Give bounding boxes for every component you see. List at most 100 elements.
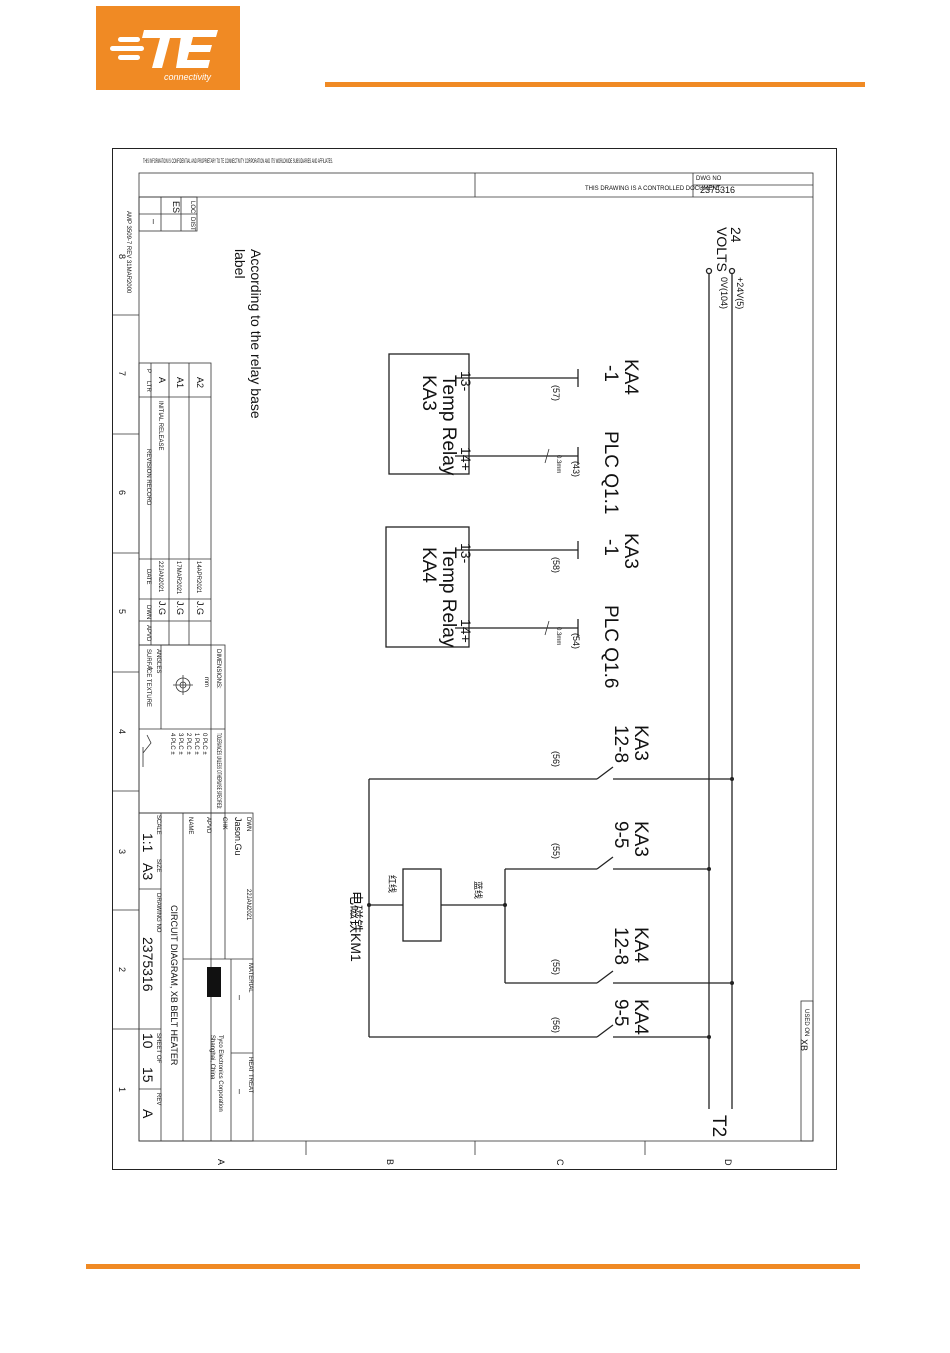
relay-base-note-line1: According to the relay base [248,249,264,419]
tb-of: OF [155,1055,161,1064]
coil-label: 电磁铁KM1 [348,891,364,962]
relay1-plc: PLC Q1.1 [600,431,621,514]
rev-header: REVISION RECORD [145,449,151,506]
contact2-pins: 9-5 [610,821,631,848]
tolerances-label: TOLERANCES UNLESS OTHERWISE SPECIFIED: [215,733,221,809]
tb-scale: 1:1 [140,833,156,853]
surface-label: SURFACE TEXTURE [145,649,151,707]
contact1-wire: (56) [551,751,561,767]
tol-row-1: 1 PLC ± [193,733,199,755]
tb-rev-label: REV [155,1093,161,1105]
contact3-wire: (55) [551,959,561,975]
coil-km1 [402,868,442,942]
amp-rev: AMP 3509-7 REV 31MAR2000 [125,211,131,294]
tb-material-label: MATERIAL [247,963,253,993]
tb-company: Tyco Electronics Corporation [217,1035,223,1112]
controlled-doc-note: THIS DRAWING IS A CONTROLLED DOCUMENT. [585,186,722,192]
col-7: 7 [117,371,127,376]
tb-size: A3 [140,863,156,880]
tb-name-label: NAME [187,817,193,834]
tb-drawing-no-label: DRAWING NO [155,893,161,933]
rev-a-desc: INITIAL RELEASE [157,401,163,450]
tb-scale-label: SCALE [155,815,161,835]
rev-a-date: 22JAN2021 [157,561,163,593]
rev-date-label: DATE [145,569,151,585]
units-value: mm [203,677,209,687]
te-connectivity-logo: connectivity [96,6,240,90]
contact-ka3-9-5 [596,856,709,870]
relay2-terminal-b: 14+ [458,619,474,643]
tb-dwn-name: Jason.Gu [233,817,243,856]
header-rule [325,82,865,87]
col-8: 8 [117,254,127,259]
loc-value: ES [171,201,181,213]
tb-finish-label: HEAT TREAT [247,1057,253,1094]
confidential-notice: THIS INFORMATION IS CONFIDENTIAL AND PRO… [143,159,333,165]
relay2-name: Temp Relay [438,547,459,648]
contact1-tag: KA3 [630,725,651,761]
relay1-tag: KA4 [620,359,641,395]
zone-a: A [216,1159,226,1165]
rev-p-label: P [145,369,151,373]
coil-left-wire: 红线 [387,875,398,893]
relay2-pin: -1 [600,539,621,556]
tb-sheet: 10 [140,1033,156,1049]
dimensions-label: DIMENSIONS: [215,649,221,689]
contact2-wire: (55) [551,843,561,859]
logo-subtext: connectivity [164,72,212,82]
used-on-label: USED ON [803,1009,809,1036]
relay2-ref: KA4 [418,547,439,583]
relay1-box [388,353,470,475]
tb-sheet-label: SHEET [155,1033,161,1053]
relay2-box [385,526,470,648]
dwg-no-top: 2375316 [700,185,735,195]
contact1-pins: 12-8 [610,725,631,763]
zone-b: B [385,1159,395,1165]
tol-row-0: 0 PLC ± [201,733,207,755]
tb-finish: – [235,1089,245,1094]
rev-dwn-label: DWN [145,605,151,619]
contact-ka4-12-8 [596,970,732,984]
relay1-terminal-b: 14+ [458,447,474,471]
relay1-ref: KA3 [418,375,439,411]
tb-chk-label: CHK [221,817,227,830]
contact-ka4-9-5 [596,1024,709,1038]
col-3: 3 [117,849,127,854]
relay2-terminal-a: 13- [458,543,474,564]
relay2-wire-a-label: (58) [551,557,561,573]
tb-chk-date: 22JAN2021 [245,889,251,921]
coil-right-wire: 蓝线 [473,881,484,899]
rev-a-ltr: A [157,377,167,383]
relay-base-note-line2: label [232,249,248,279]
dist-value: – [149,219,159,224]
dwg-no-label: DWG NO [696,176,722,182]
surface-texture-symbol [142,734,152,767]
zero-v-label: 0V(104) [719,277,729,309]
dist-label: DIST [189,217,195,231]
contact-ka3-12-8 [596,766,732,780]
plus24-label: +24V(5) [735,277,745,309]
tb-size-label: SIZE [155,859,161,872]
rev-a1-ltr: A1 [175,377,185,388]
supply-volts: VOLTS [714,227,730,272]
tb-apvd-label: APVD [205,817,211,834]
zone-d: D [723,1159,733,1166]
contact4-tag: KA4 [630,999,651,1035]
te-small-logo [207,967,221,997]
contact2-tag: KA3 [630,821,651,857]
rev-apvd-label: APVD [145,625,151,642]
col-2: 2 [117,967,127,972]
tb-drawing-no: 2375316 [140,937,156,992]
tb-material: – [235,995,245,1000]
crosshair-symbol [173,675,193,695]
contact3-tag: KA4 [630,927,651,963]
relay1-wire-b-label: (43) [571,461,581,477]
rev-a2-ltr: A2 [195,377,205,388]
rev-a1-dwn: J.G [175,601,185,615]
relay1-gauge: 0.3mm [555,455,561,473]
relay2-tag: KA3 [620,533,641,569]
supply-voltage: 24 [728,227,744,243]
tb-dwn-label: DWN [245,817,251,831]
zone-c: C [555,1159,565,1166]
relay2-wire-b-label: (54) [571,633,581,649]
